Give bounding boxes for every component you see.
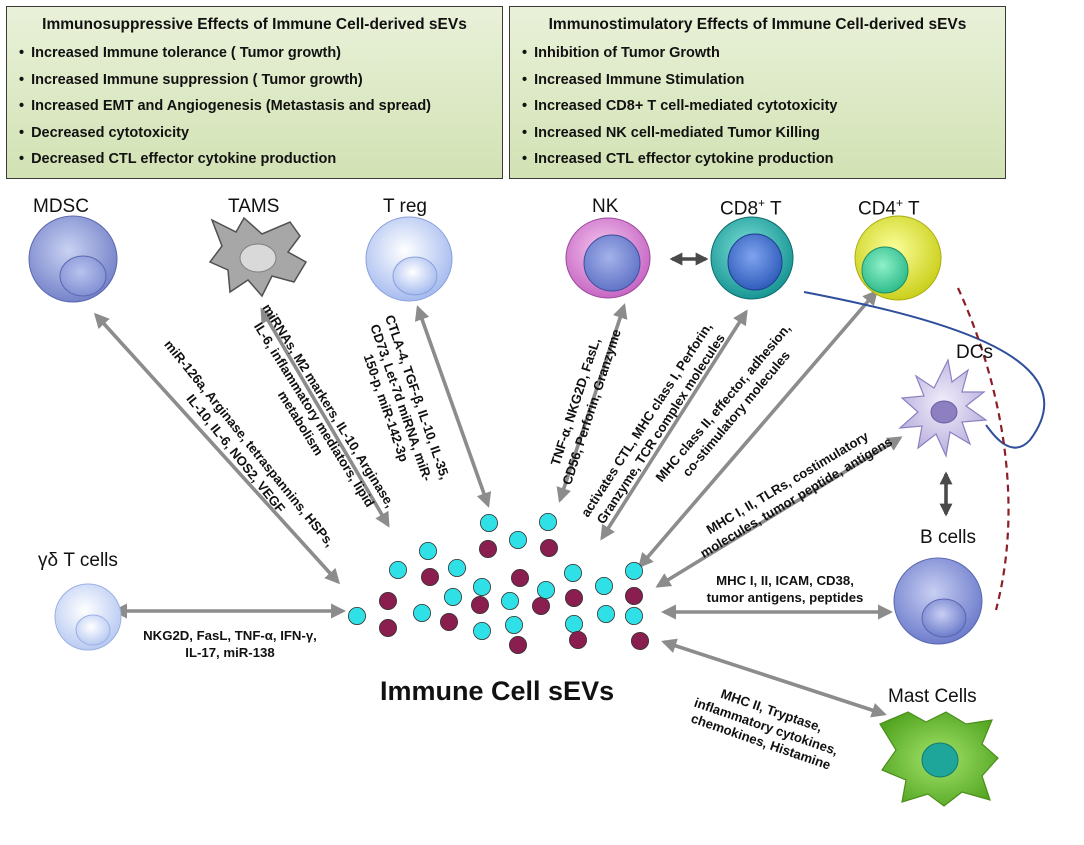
mast-label: Mast Cells [888, 686, 977, 707]
cd8-suffix: T [765, 198, 782, 220]
mdsc-label: MDSC [33, 196, 89, 217]
mdsc-cell [28, 215, 118, 303]
list-item: Decreased CTL effector cytokine producti… [19, 146, 502, 173]
edge-label-gdt: NKG2D, FasL, TNF-α, IFN-γ, IL-17, miR-13… [112, 628, 348, 661]
immunosuppressive-panel: Immunosuppressive Effects of Immune Cell… [6, 6, 503, 179]
dcs-label: DCs [956, 342, 993, 363]
arrows [93, 289, 903, 718]
vesicle [388, 561, 407, 580]
gdt-label: γδ T cells [38, 550, 118, 571]
list-item: Increased Immune tolerance ( Tumor growt… [19, 40, 502, 67]
vesicle [625, 562, 644, 581]
cd8-label: CD8+ T [720, 196, 782, 220]
vesicle [347, 607, 366, 626]
arrow-mdsc [93, 312, 341, 585]
cd8-cell [710, 216, 794, 300]
hub-title: Immune Cell sEVs [380, 676, 615, 706]
list-item: Increased NK cell-mediated Tumor Killing [522, 120, 1005, 147]
arrow-dcs [655, 436, 903, 588]
vesicle [378, 619, 397, 638]
list-item: Increased CTL effector cytokine producti… [522, 146, 1005, 173]
vesicle [540, 539, 559, 558]
vesicle [625, 607, 644, 626]
vesicle [625, 587, 644, 606]
treg-cell [365, 216, 453, 302]
list-item: Increased Immune Stimulation [522, 67, 1005, 94]
arrow-treg [414, 305, 492, 508]
cd4-superscript: + [896, 196, 904, 210]
vesicle-cluster [347, 513, 650, 655]
vesicle [569, 631, 588, 650]
list-item: Inhibition of Tumor Growth [522, 40, 1005, 67]
cd8-text: CD8 [720, 198, 759, 220]
list-item: Increased CD8+ T cell-mediated cytotoxic… [522, 93, 1005, 120]
arrow-mast [661, 638, 887, 718]
cd4-bcell-dashed-curve [956, 287, 1010, 611]
immunosuppressive-title: Immunosuppressive Effects of Immune Cell… [42, 16, 467, 33]
vesicle [418, 542, 437, 561]
vesicle [420, 568, 439, 587]
cd4-suffix: T [903, 198, 920, 220]
tams-cell [208, 216, 308, 298]
vesicle [597, 605, 616, 624]
vesicle [565, 589, 584, 608]
arrow-tams [260, 307, 390, 528]
vesicle [508, 531, 527, 550]
list-item: Decreased cytotoxicity [19, 120, 502, 147]
bcells-label: B cells [920, 527, 976, 548]
cd4-cell [854, 215, 942, 301]
vesicle [504, 616, 523, 635]
immunosuppressive-list: Increased Immune tolerance ( Tumor growt… [7, 40, 502, 173]
edge-line: IL-17, miR-138 [185, 644, 275, 660]
vesicle [478, 540, 497, 559]
cd4-label: CD4+ T [858, 196, 920, 220]
vesicle [595, 577, 614, 596]
vesicle [532, 597, 551, 616]
vesicle [447, 559, 466, 578]
cd4-text: CD4 [858, 198, 897, 220]
vesicle [378, 592, 397, 611]
vesicle [564, 564, 583, 583]
vesicle [537, 581, 556, 600]
edge-line: tumor antigens, peptides [706, 589, 864, 605]
mast-cell [879, 711, 999, 807]
vesicle [412, 604, 431, 623]
edge-line: MHC I, II, ICAM, CD38, [716, 573, 854, 588]
vesicle [510, 569, 529, 588]
cd4-dc-curve [803, 291, 1046, 449]
vesicle [472, 578, 491, 597]
vesicle [443, 588, 462, 607]
vesicle [500, 592, 519, 611]
vesicle [539, 513, 558, 532]
nk-label: NK [592, 196, 619, 217]
immunostimulatory-title: Immunostimulatory Effects of Immune Cell… [548, 16, 967, 33]
treg-label: T reg [383, 196, 428, 217]
edge-label-bcells: MHC I, II, ICAM, CD38, tumor antigens, p… [690, 573, 880, 606]
edge-line: NKG2D, FasL, TNF-α, IFN-γ, [143, 628, 317, 643]
immunostimulatory-panel: Immunostimulatory Effects of Immune Cell… [509, 6, 1006, 179]
bcell-cell [893, 557, 983, 645]
vesicle [472, 622, 491, 641]
gdt-cell [54, 583, 122, 651]
cd8-superscript: + [758, 196, 766, 210]
nk-cell [565, 217, 651, 299]
tams-label: TAMS [228, 196, 280, 217]
vesicle [479, 514, 498, 533]
vesicle [470, 596, 489, 615]
immunostimulatory-list: Inhibition of Tumor Growth Increased Imm… [510, 40, 1005, 173]
dc-cell [898, 358, 988, 459]
vesicle [439, 613, 458, 632]
vesicle [631, 632, 650, 651]
vesicle [508, 636, 527, 655]
vesicle [565, 615, 584, 634]
list-item: Increased EMT and Angiogenesis (Metastas… [19, 93, 502, 120]
list-item: Increased Immune suppression ( Tumor gro… [19, 67, 502, 94]
